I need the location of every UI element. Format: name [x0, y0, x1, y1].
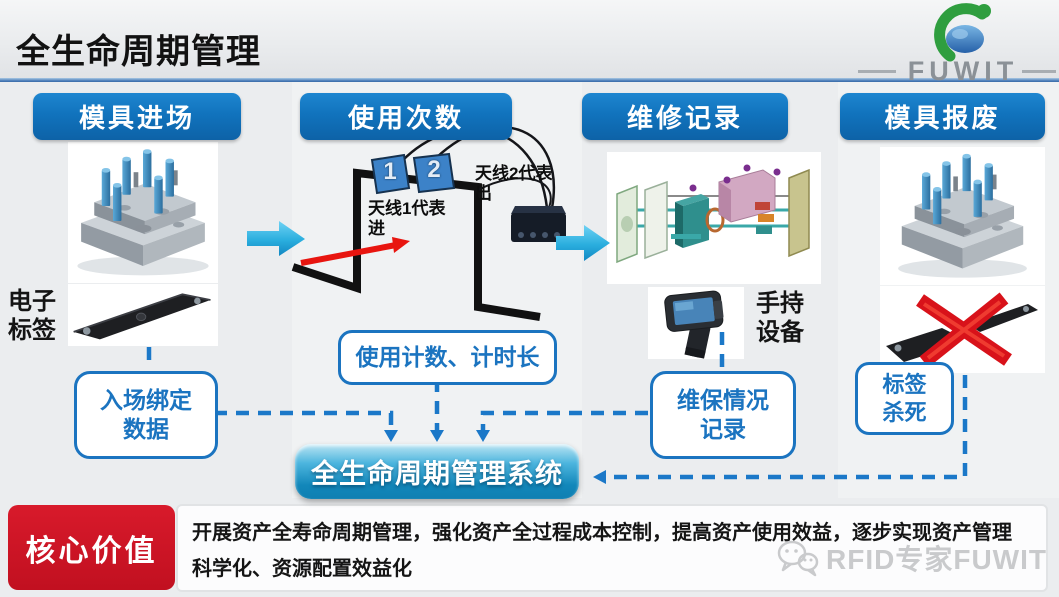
etag-label-line2: 标签 — [8, 316, 56, 344]
antenna2-note-line2: 出 — [475, 184, 492, 204]
etag-label-line1: 电子 — [8, 288, 56, 315]
callout-entry-line1: 入场绑定 — [100, 387, 192, 414]
callout-usage-count: 使用计数、计时长 — [338, 330, 557, 385]
handheld-reader-image — [648, 287, 744, 359]
handheld-label-line2: 设备 — [756, 318, 804, 346]
stage-button-usage-count: 使用次数 — [300, 93, 512, 140]
antenna2-note-line1: 天线2代表 — [475, 164, 553, 183]
callout-maint-line2: 记录 — [700, 416, 746, 442]
wechat-icon — [777, 540, 819, 577]
callout-tag-kill: 标签 杀死 — [855, 362, 954, 435]
page-title: 全生命周期管理 — [16, 33, 261, 71]
system-button: 全生命周期管理系统 — [295, 444, 579, 499]
callout-entry-binding: 入场绑定 数据 — [74, 371, 218, 459]
handheld-label: 手持 设备 — [756, 290, 804, 348]
exploded-mold-image — [607, 152, 821, 284]
callout-kill-line1: 标签 — [882, 372, 927, 397]
column-band-2 — [292, 82, 582, 498]
callout-maint-line1: 维保情况 — [677, 387, 769, 414]
core-value-line1: 开展资产全寿命周期管理，强化资产全过程成本控制，提高资产使用效益，逐步实现资产管… — [192, 521, 1012, 544]
killed-tag-image — [880, 286, 1045, 373]
antenna1-note-line2: 进 — [368, 219, 385, 239]
antenna-1-number: 1 — [383, 158, 397, 185]
antenna1-note-line1: 天线1代表 — [368, 199, 446, 218]
header-band — [0, 0, 1059, 78]
callout-maintenance: 维保情况 记录 — [650, 371, 796, 459]
core-value-panel: 开展资产全寿命周期管理，强化资产全过程成本控制，提高资产使用效益，逐步实现资产管… — [176, 504, 1048, 592]
scrapped-mold-image — [880, 147, 1045, 285]
stage-button-repair-record: 维修记录 — [582, 93, 788, 140]
stage-button-mold-scrap: 模具报废 — [840, 93, 1045, 140]
watermark-text: RFID专家FUWIT — [826, 544, 1047, 575]
callout-kill-line2: 杀死 — [882, 399, 927, 425]
antenna-2-number: 2 — [427, 156, 441, 183]
fuwit-wordmark: FUWIT — [907, 56, 1019, 86]
antenna2-note: 天线2代表 出 — [475, 164, 567, 204]
callout-usage-text: 使用计数、计时长 — [355, 344, 540, 371]
rfid-tag-image — [68, 284, 218, 346]
antenna1-note: 天线1代表 进 — [368, 199, 460, 239]
fuwit-logo-icon — [934, 3, 991, 62]
logo-line-right — [1022, 70, 1056, 73]
callout-entry-line2: 数据 — [123, 416, 169, 442]
core-value-badge: 核心价值 — [8, 505, 175, 590]
mold-image — [68, 142, 218, 283]
handheld-label-line1: 手持 — [756, 290, 804, 317]
logo-line-left — [858, 70, 896, 73]
etag-label: 电子 标签 — [8, 288, 56, 346]
core-value-line2: 科学化、资源配置效益化 — [192, 557, 412, 580]
stage-button-mold-entry: 模具进场 — [33, 93, 241, 140]
header-divider — [0, 78, 1059, 82]
watermark: RFID专家FUWIT — [776, 538, 1047, 578]
